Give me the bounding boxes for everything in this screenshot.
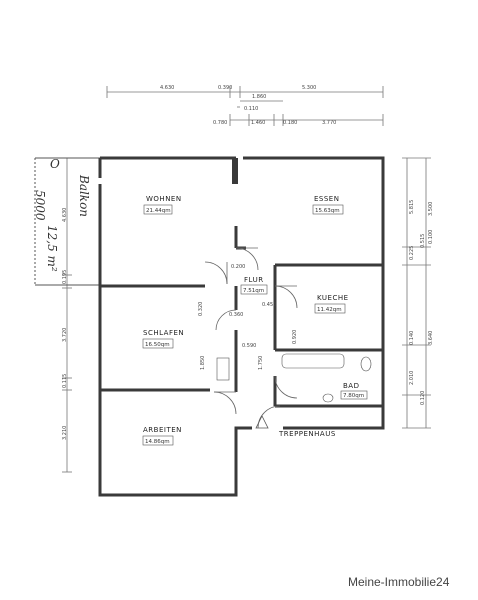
- room-area-kueche: 11.42qm: [317, 307, 342, 313]
- top-dim-5: 0.110: [244, 106, 258, 112]
- room-area-wohnen: 21.44qm: [146, 208, 171, 214]
- right-dim-9: 0.120: [420, 391, 426, 405]
- room-name-schlafen: SCHLAFEN: [143, 329, 184, 337]
- right-dim-5: 0.100: [428, 230, 434, 244]
- sink: [322, 393, 334, 403]
- left-dim-5: 3.210: [62, 426, 68, 440]
- bathtub: [281, 353, 345, 369]
- handwritten-dimension: 5000: [33, 190, 47, 221]
- top-dim-9: 3.770: [322, 120, 336, 126]
- top-dim-7: 1.460: [251, 120, 265, 126]
- exterior-walls: [97, 156, 385, 497]
- right-dim-8: 2.010: [409, 371, 415, 385]
- interior-dimension-labels: 0.200 0.320 0.360 0.450 0.920 0.590 1.85…: [198, 264, 298, 370]
- int-dim-6: 0.590: [242, 343, 256, 349]
- int-dim-2: 0.320: [198, 302, 204, 316]
- handwritten-mark: O: [50, 157, 60, 171]
- wall-stub-top: [232, 158, 238, 184]
- top-dim-8: 0.180: [283, 120, 297, 126]
- top-dim-1: 4.630: [160, 85, 174, 91]
- int-dim-8: 1.750: [258, 356, 264, 370]
- right-dimension-lines: [402, 157, 431, 429]
- closet: [216, 357, 230, 381]
- int-dim-1: 0.200: [231, 264, 245, 270]
- right-dim-7: 3.640: [428, 331, 434, 345]
- room-name-bad: BAD: [343, 382, 359, 390]
- int-dim-3: 0.360: [229, 312, 243, 318]
- handwritten-area: 12,5 m²: [45, 225, 59, 272]
- room-name-kueche: KUECHE: [317, 294, 349, 302]
- left-dim-4: 0.115: [62, 374, 68, 388]
- right-dim-6: 0.140: [409, 331, 415, 345]
- right-dim-1: 5.815: [409, 200, 415, 214]
- watermark: Meine-Immobilie24: [348, 575, 450, 589]
- top-dim-6: 0.780: [213, 120, 227, 126]
- right-dimension-labels: 5.815 3.500 0.225 0.515 0.100 0.140 3.64…: [409, 200, 434, 405]
- right-dim-3: 0.225: [409, 246, 415, 260]
- int-dim-7: 1.850: [200, 356, 206, 370]
- balcony-annotation: O Balkon 5000 12,5 m²: [33, 157, 100, 286]
- room-name-arbeiten: ARBEITEN: [143, 426, 182, 434]
- left-dim-3: 3.720: [62, 328, 68, 342]
- toilet: [360, 356, 372, 372]
- left-dim-2: 0.195: [62, 270, 68, 284]
- top-dim-4: 1.860: [252, 94, 266, 100]
- right-dim-2: 3.500: [428, 202, 434, 216]
- int-dim-4: 0.450: [262, 302, 276, 308]
- left-dimension-labels: 4.630 0.195 3.720 0.115 3.210: [62, 208, 68, 440]
- top-dim-3: 5.300: [302, 85, 316, 91]
- room-area-bad: 7.80qm: [343, 393, 364, 399]
- room-name-flur: FLUR: [244, 276, 264, 284]
- room-name-essen: ESSEN: [314, 195, 339, 203]
- right-dim-4: 0.515: [420, 234, 426, 248]
- entrance-arrow-icon: [255, 415, 269, 429]
- handwritten-balkon: Balkon: [77, 174, 91, 217]
- room-area-flur: 7.51qm: [243, 288, 264, 294]
- room-labels: WOHNEN 21.44qm ESSEN 15.63qm FLUR 7.51qm…: [142, 195, 368, 446]
- left-dimension-lines: [62, 157, 72, 473]
- int-dim-5: 0.920: [292, 330, 298, 344]
- room-area-essen: 15.63qm: [315, 208, 340, 214]
- room-area-schlafen: 16.50qm: [145, 342, 170, 348]
- room-area-arbeiten: 14.86qm: [145, 439, 170, 445]
- interior-walls: [100, 226, 383, 408]
- top-dimension-lines: [106, 86, 384, 126]
- doors: [204, 247, 298, 429]
- top-dim-2: 0.390: [218, 85, 232, 91]
- room-name-treppenhaus: TREPPENHAUS: [278, 430, 336, 438]
- bathroom-fixtures: [216, 353, 372, 403]
- room-name-wohnen: WOHNEN: [146, 195, 182, 203]
- left-dim-1: 4.630: [62, 208, 68, 222]
